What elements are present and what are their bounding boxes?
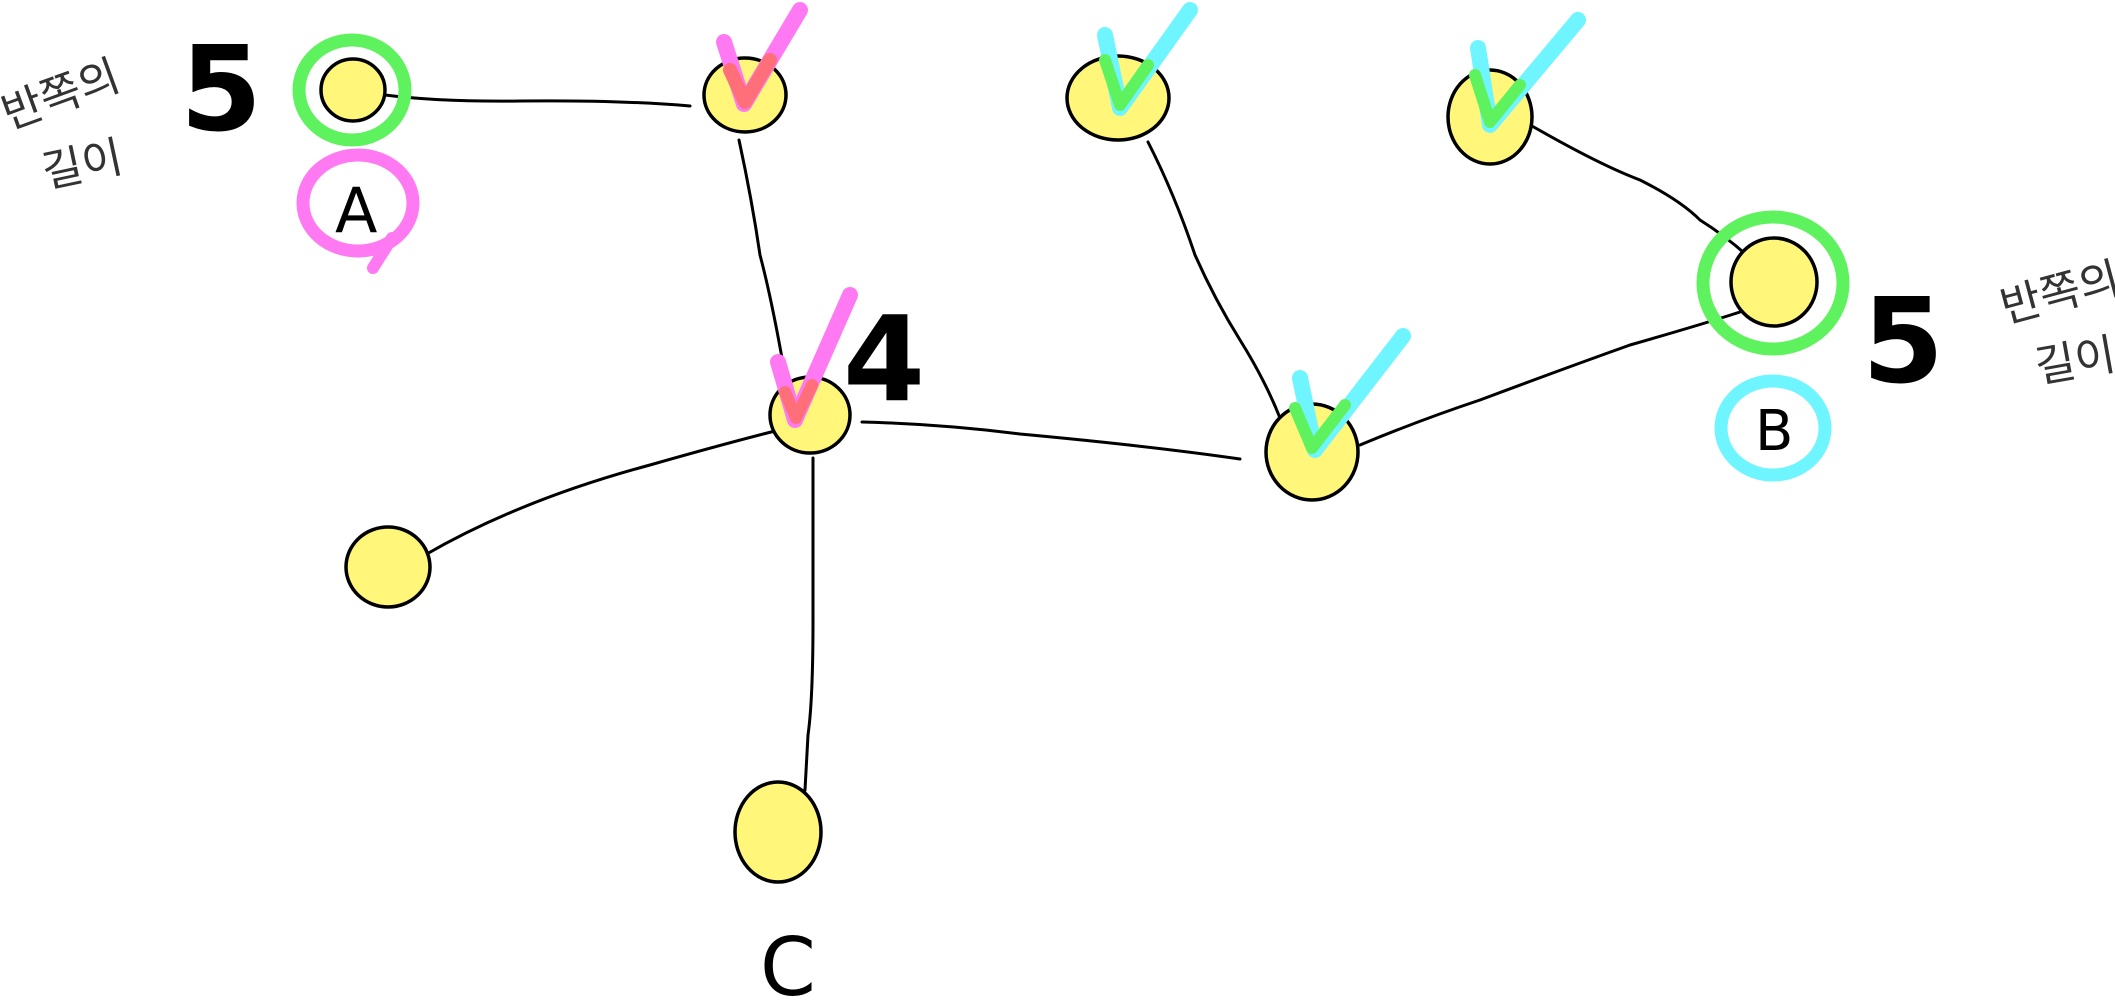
edge-top1-center bbox=[737, 138, 787, 377]
edge-top4-b bbox=[1530, 124, 1764, 272]
highlight-circle-icon bbox=[1696, 210, 1850, 356]
note-right-line1: 반쪽의 bbox=[1995, 253, 2115, 334]
node-b bbox=[1729, 236, 1819, 328]
checks bbox=[716, 2, 1586, 458]
number-left: 5 bbox=[180, 20, 262, 158]
highlight-circle-icon bbox=[1714, 374, 1832, 482]
edge-a-top1 bbox=[383, 93, 692, 108]
note-left-line2: 길이 bbox=[37, 132, 127, 199]
nodes bbox=[319, 54, 1819, 884]
check-mark-icon bbox=[779, 379, 818, 424]
check-mark-icon bbox=[723, 53, 777, 109]
check-mark-icon bbox=[1099, 54, 1154, 111]
edges bbox=[383, 93, 1764, 792]
highlight-circle-tail bbox=[367, 232, 398, 274]
note-left-line1: 반쪽의 bbox=[0, 50, 127, 139]
highlight-circle-icon bbox=[292, 33, 412, 147]
highlights bbox=[292, 33, 1850, 482]
label-b: B bbox=[1755, 399, 1793, 464]
edge-center-c bbox=[803, 456, 815, 792]
node-c bbox=[733, 780, 823, 884]
edge-center-mid bbox=[860, 420, 1242, 461]
check-mark-icon bbox=[1469, 69, 1526, 128]
check-mark-icon bbox=[1289, 399, 1351, 454]
node-a bbox=[319, 57, 387, 123]
note-right-line2: 길이 bbox=[2031, 329, 2115, 393]
label-c: C bbox=[760, 921, 816, 1000]
edge-mid-b bbox=[1358, 310, 1742, 447]
highlight-circle-icon bbox=[296, 148, 420, 258]
node-left bbox=[344, 525, 432, 609]
edge-center-left bbox=[423, 429, 777, 557]
number-right: 5 bbox=[1862, 272, 1944, 410]
number-center: 4 bbox=[843, 290, 925, 428]
label-a: A bbox=[335, 174, 377, 247]
edge-top3-mid bbox=[1146, 140, 1282, 420]
